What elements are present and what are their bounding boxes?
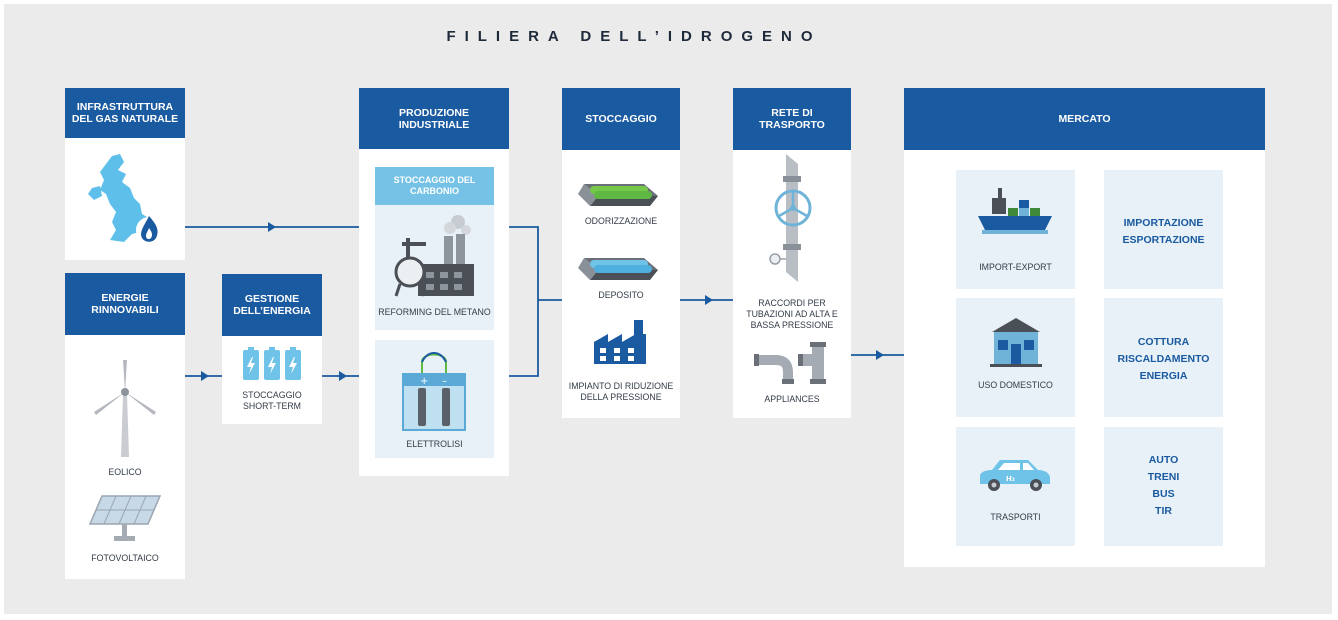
pipe-fittings-icon bbox=[754, 342, 826, 384]
energy-mgmt-header: GESTIONE DELL’ENERGIA bbox=[222, 274, 322, 336]
pressure-plant-label: IMPIANTO DI RIDUZIONE DELLA PRESSIONE bbox=[568, 381, 674, 402]
fittings-label: RACCORDI PER TUBAZIONI AD ALTA E BASSA P… bbox=[746, 298, 838, 330]
deposit-label: DEPOSITO bbox=[598, 290, 644, 300]
carbon-storage-header: STOCCAGGIO DEL CARBONIO bbox=[375, 167, 494, 205]
import-export-output-panel bbox=[1104, 170, 1223, 289]
market-header: MERCATO bbox=[904, 88, 1265, 150]
svg-text:–: – bbox=[442, 376, 447, 387]
pipeline-valve-icon bbox=[769, 154, 812, 282]
transport-use-label: TRASPORTI bbox=[990, 512, 1041, 522]
odorization-tank-icon bbox=[578, 184, 658, 206]
wind-turbine-icon bbox=[94, 360, 156, 457]
battery-icon bbox=[243, 347, 301, 380]
wind-label: EOLICO bbox=[108, 467, 142, 477]
solar-panel-icon bbox=[88, 495, 162, 541]
electrolysis-cell-icon: + – bbox=[402, 352, 466, 431]
house-icon bbox=[990, 318, 1042, 367]
cargo-ship-icon bbox=[978, 188, 1052, 234]
production-header: PRODUZIONE INDUSTRIALE bbox=[359, 88, 509, 149]
arrow-head bbox=[201, 371, 209, 381]
svg-text:+: + bbox=[420, 376, 428, 387]
transport-output: AUTO TRENI BUS TIR bbox=[1147, 454, 1180, 517]
arrow-head bbox=[339, 371, 347, 381]
solar-label: FOTOVOLTAICO bbox=[91, 553, 159, 563]
short-term-storage-label: STOCCAGGIO SHORT-TERM bbox=[242, 390, 302, 411]
appliances-label: APPLIANCES bbox=[764, 394, 820, 404]
arrow-head bbox=[268, 222, 276, 232]
renewables-header: ENERGIE RINNOVABILI bbox=[65, 273, 185, 335]
hydrogen-car-icon: H₂ bbox=[980, 460, 1050, 491]
domestic-output-panel bbox=[1104, 298, 1223, 417]
methane-reforming-plant-icon bbox=[394, 215, 474, 297]
import-export-output: IMPORTAZIONE ESPORTAZIONE bbox=[1122, 217, 1205, 246]
diagram-title: FILIERA DELL’IDROGENO bbox=[446, 28, 822, 45]
transport-use-panel bbox=[956, 427, 1075, 546]
reforming-label: REFORMING DEL METANO bbox=[378, 307, 491, 317]
svg-text:H₂: H₂ bbox=[1006, 475, 1015, 483]
transport-output-panel bbox=[1104, 427, 1223, 546]
pressure-reduction-plant-icon bbox=[594, 320, 646, 364]
domestic-output: COTTURA RISCALDAMENTO ENERGIA bbox=[1117, 336, 1210, 382]
electrolysis-label: ELETTROLISI bbox=[406, 439, 463, 449]
deposit-tank-icon bbox=[578, 258, 658, 280]
transport-header: RETE DI TRASPORTO bbox=[733, 88, 851, 150]
storage-header: STOCCAGGIO bbox=[562, 88, 680, 150]
domestic-use-label: USO DOMESTICO bbox=[978, 380, 1053, 390]
arrow-head bbox=[876, 350, 884, 360]
infra-header: INFRASTRUTTURA DEL GAS NATURALE bbox=[65, 88, 185, 138]
odorization-label: ODORIZZAZIONE bbox=[584, 216, 658, 226]
import-export-label: IMPORT-EXPORT bbox=[979, 262, 1052, 272]
arrow-head bbox=[705, 295, 713, 305]
uk-map-gas-flame-icon bbox=[88, 154, 162, 243]
